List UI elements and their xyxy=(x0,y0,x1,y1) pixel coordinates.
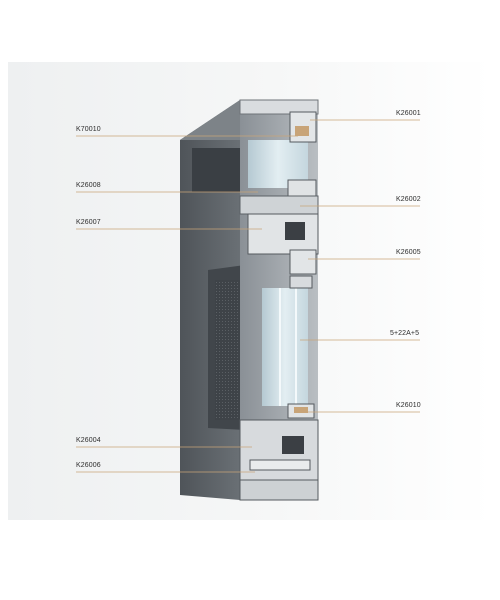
label-k26005: K26005 xyxy=(396,249,421,256)
label-k26004: K26004 xyxy=(76,437,101,444)
profile-sections xyxy=(239,99,319,501)
label-k26010: K26010 xyxy=(396,402,421,409)
leader-lines xyxy=(76,119,420,473)
label-k26008: K26008 xyxy=(76,182,101,189)
label-glass-spec: 5+22A+5 xyxy=(390,330,420,337)
main-glass xyxy=(262,288,308,406)
glass-panes xyxy=(248,140,308,406)
label-k26007: K26007 xyxy=(76,219,101,226)
label-k70010: K70010 xyxy=(76,126,101,133)
label-k26001: K26001 xyxy=(396,110,421,117)
upper-transom-opening xyxy=(192,148,244,192)
label-k26002: K26002 xyxy=(396,196,421,203)
label-k26006: K26006 xyxy=(76,462,101,469)
